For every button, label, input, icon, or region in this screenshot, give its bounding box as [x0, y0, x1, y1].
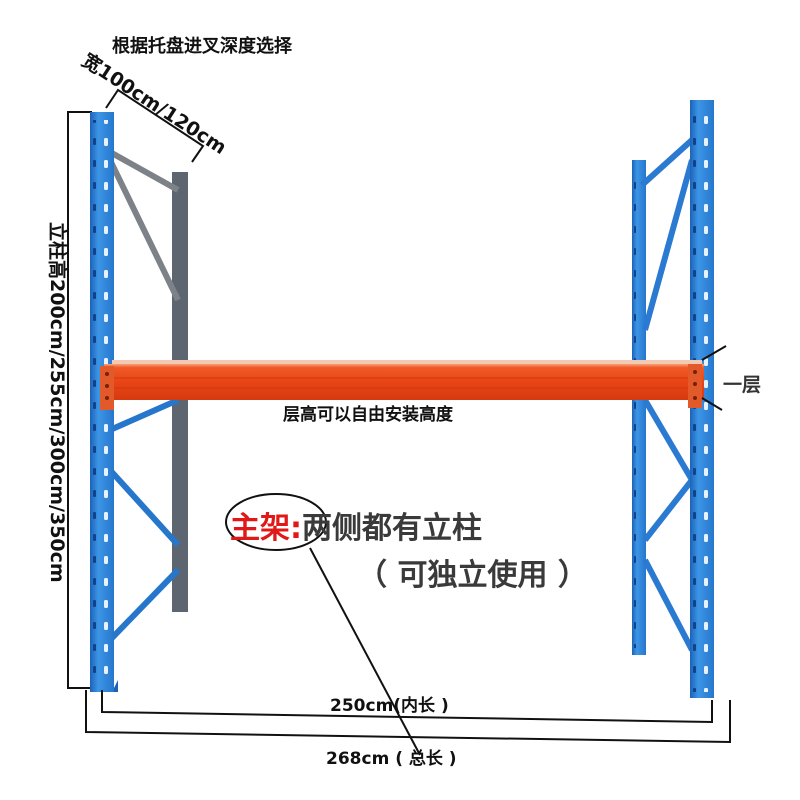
main-frame-colon: :: [290, 511, 302, 546]
depth-dimension-line: [105, 88, 205, 163]
main-frame-callout: [225, 493, 421, 756]
depth-selection-title: 根据托盘进叉深度选择: [112, 36, 292, 57]
length-dimension-lines: [85, 690, 731, 744]
main-frame-description: 两侧都有立柱: [302, 511, 482, 546]
total-length-label: 268cm ( 总长 ): [326, 749, 457, 769]
main-frame-note: （ 可独立使用 ）: [357, 558, 588, 593]
orange-beam: [100, 360, 704, 410]
inner-length-label: 250cm(内长 ): [330, 696, 449, 716]
upright-height-label: 立柱高200cm/255cm/300cm/350cm: [46, 222, 68, 583]
height-dimension-line: [67, 111, 92, 689]
layer-pointer-lines: [701, 345, 727, 411]
main-frame-heading: 主架:两侧都有立柱: [230, 503, 482, 547]
main-frame-keyword: 主架: [230, 511, 290, 546]
level-height-note: 层高可以自由安装高度: [283, 405, 453, 425]
layer-label: 一层: [723, 374, 762, 396]
